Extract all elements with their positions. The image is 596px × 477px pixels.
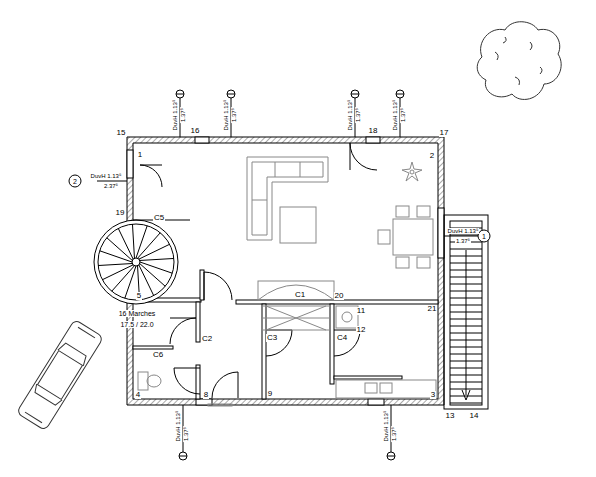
stair-step bbox=[450, 396, 482, 397]
point-number: 14 bbox=[469, 412, 480, 420]
point-number: 2 bbox=[429, 152, 435, 160]
window-markers bbox=[176, 90, 404, 460]
section-marker bbox=[396, 90, 404, 98]
window-dimension: DuvH 1.13⁵ bbox=[383, 410, 389, 443]
stair-tread bbox=[98, 264, 132, 266]
point-number: 5 bbox=[136, 292, 142, 300]
point-number: 19 bbox=[115, 209, 126, 217]
stair-tread bbox=[140, 258, 174, 260]
window-dimension: 1.37⁵ bbox=[455, 238, 471, 244]
section-number: 1 bbox=[481, 233, 487, 240]
window-dimension: 1.37⁵ bbox=[391, 426, 397, 442]
point-number: 12 bbox=[356, 326, 367, 334]
stair-step bbox=[450, 403, 482, 404]
point-number: 15 bbox=[116, 129, 127, 137]
stair-tread bbox=[139, 265, 154, 296]
section-marker bbox=[176, 90, 184, 98]
stair-tread bbox=[102, 265, 133, 280]
window-dimension: 1.37⁵ bbox=[231, 107, 237, 123]
window-dimension: DuvH 1.13⁵ bbox=[347, 99, 353, 132]
stair-step bbox=[450, 235, 482, 236]
section-marker bbox=[351, 90, 359, 98]
window-dimension: 1.37⁵ bbox=[400, 107, 406, 123]
window-dimension: DuvH 1.13⁵ bbox=[172, 99, 178, 132]
point-number: 17 bbox=[439, 129, 450, 137]
window-dimension: 1.37⁵ bbox=[180, 107, 186, 123]
point-number: 1 bbox=[137, 151, 143, 159]
section-marker bbox=[227, 90, 235, 98]
window-dimension: DuvH 1.13⁵ bbox=[175, 410, 181, 443]
window-dimension: 2.37⁵ bbox=[103, 183, 119, 189]
stair-tread bbox=[132, 224, 134, 258]
window-dimension: DuvH 1.13⁵ bbox=[392, 99, 398, 132]
section-marker bbox=[387, 452, 395, 460]
point-number: 3 bbox=[430, 391, 436, 399]
section-marker bbox=[396, 94, 404, 95]
point-number: 16 bbox=[190, 127, 201, 135]
room-code: C3 bbox=[266, 334, 278, 342]
room-code: C1 bbox=[294, 291, 306, 299]
window-dimension: 1.37⁵ bbox=[355, 107, 361, 123]
section-marker bbox=[351, 94, 359, 95]
window-dimension: DuvH 1.13⁵ bbox=[447, 228, 480, 234]
window-dimension: DuvH 1.13⁵ bbox=[90, 173, 123, 179]
room-code: C2 bbox=[201, 335, 213, 343]
section-marker bbox=[387, 456, 395, 457]
point-number: 21 bbox=[427, 305, 438, 313]
section-marker bbox=[179, 456, 187, 457]
stair-note: 17.5 / 22.0 bbox=[119, 321, 154, 328]
exterior-stair bbox=[450, 228, 482, 403]
window-dimension: DuvH 1.13⁵ bbox=[223, 99, 229, 132]
section-marker bbox=[179, 452, 187, 460]
point-number: 13 bbox=[445, 412, 456, 420]
point-number: 9 bbox=[267, 390, 273, 398]
point-number: 4 bbox=[135, 391, 141, 399]
section-marker bbox=[227, 94, 235, 95]
stair-note: 16 Marches bbox=[118, 310, 157, 317]
section-marker bbox=[176, 94, 184, 95]
room-code: C5 bbox=[153, 214, 165, 222]
spiral-stair bbox=[98, 224, 174, 300]
point-number: 20 bbox=[334, 292, 345, 300]
room-code: C4 bbox=[336, 334, 348, 342]
room-code: C6 bbox=[152, 351, 164, 359]
stair-tread bbox=[118, 228, 133, 259]
point-number: 11 bbox=[356, 307, 366, 315]
stair-step bbox=[450, 249, 482, 250]
window-dimension: 1.37⁵ bbox=[183, 426, 189, 442]
section-number: 2 bbox=[72, 178, 78, 185]
point-number: 18 bbox=[368, 127, 379, 135]
point-number: 8 bbox=[203, 391, 209, 399]
stair-tread bbox=[139, 244, 170, 259]
